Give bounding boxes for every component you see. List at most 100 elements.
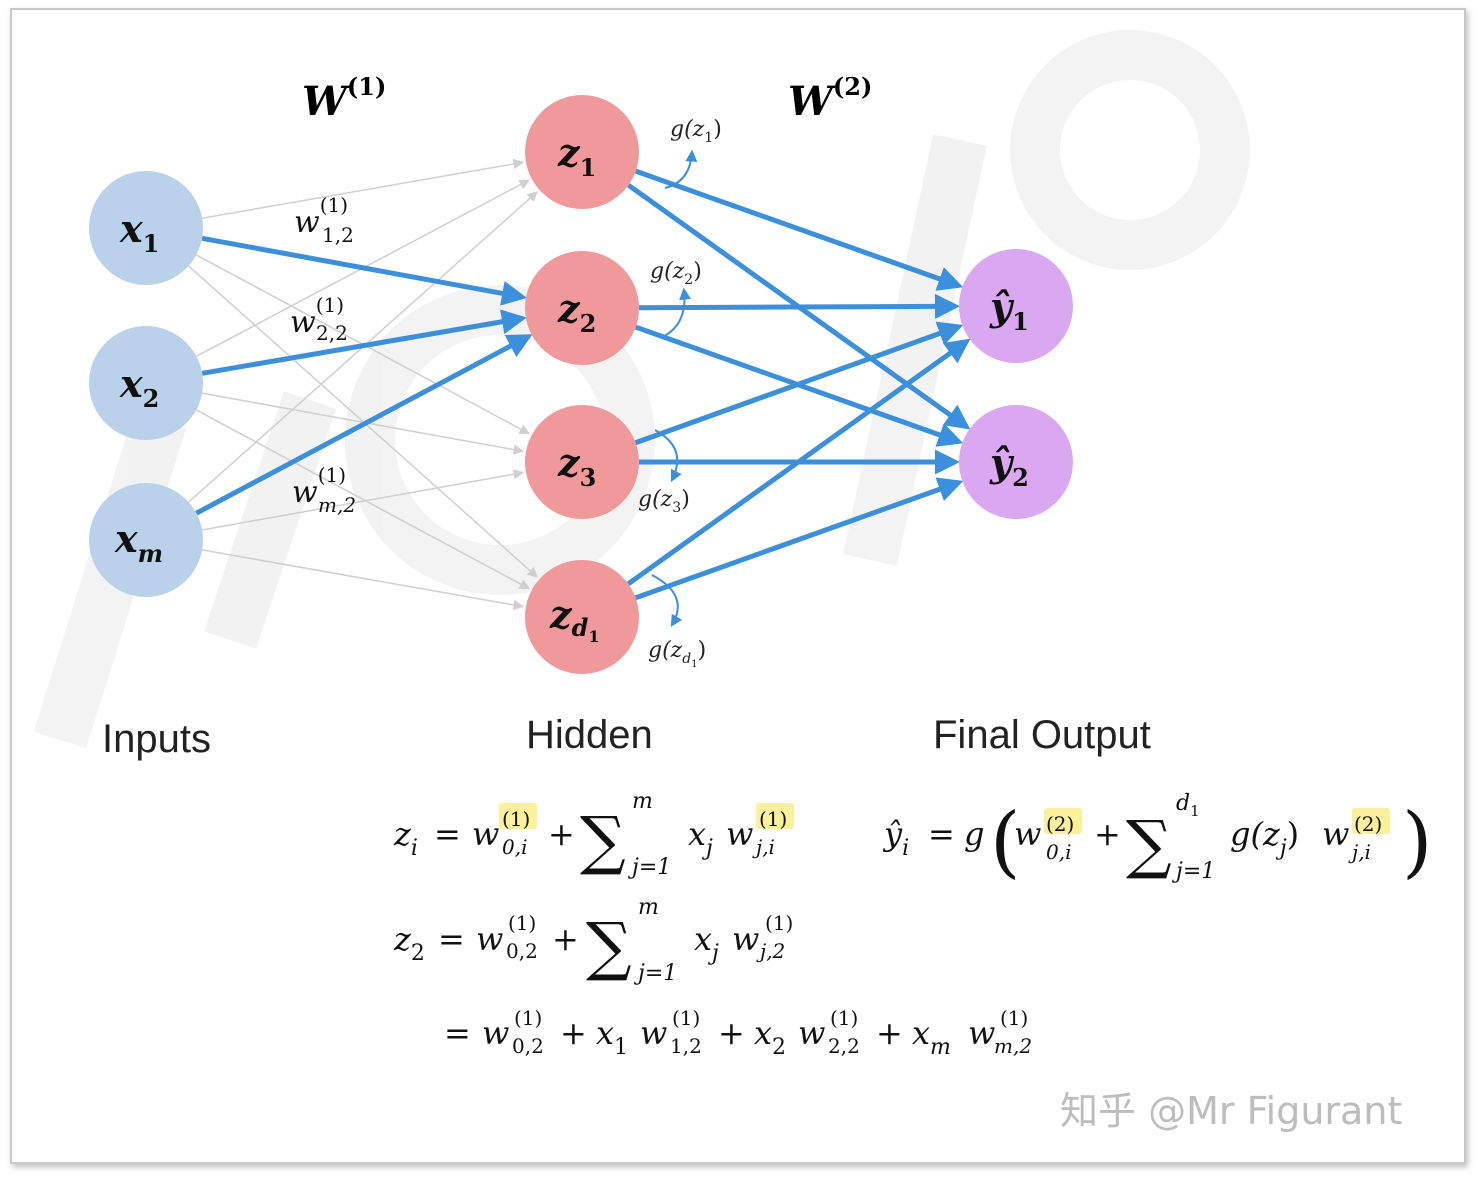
svg-text:xj: xj [688,815,713,861]
edge-input0-hidden3 [188,265,539,578]
activation-label-zd1: g(zd1) [648,638,706,670]
equation-z2: z2 = w (1) 0,2 + ∑ m j=1 xj w (1) j,2 [393,895,793,986]
svg-text:zi: zi [393,815,418,861]
hidden-node-zd1 [525,560,639,674]
svg-text:j=1: j=1 [633,961,677,986]
input-node-x1 [89,171,203,285]
svg-text:(: ( [990,797,1020,887]
input-label-xm: xm [114,516,163,568]
svg-text:(1): (1) [514,1006,542,1030]
svg-text:w: w [1322,815,1349,853]
activation-label-z1: g(z1) [670,117,722,146]
svg-text:(1): (1) [759,807,787,831]
svg-text:w: w [640,1014,667,1052]
svg-text:w: w [482,1014,509,1052]
edge-input2-hidden2 [201,469,525,531]
hidden-node-z1 [525,95,639,209]
svg-text:(1): (1) [765,911,793,935]
equation-zi: zi = w (1) 0,i + ∑ m j=1 xj w (1) j,i [393,789,787,880]
hidden-node-z2 [525,251,639,365]
svg-text:=: = [928,815,955,853]
weight-highlights [499,803,1390,834]
edge-input1-hidden3 [195,409,531,590]
svg-text:g: g [964,815,984,853]
section-label-inputs: Inputs [102,717,211,761]
section-label-output: Final Output [933,713,1151,757]
edge-weight-label-w12: w(1)1,2 [294,193,354,247]
edge-input2-hidden1 [195,334,533,516]
svg-text:∑: ∑ [586,910,632,984]
input-node-xm [89,483,203,597]
edge-hidden1-output0 [638,293,961,319]
svg-text:2,2: 2,2 [828,1034,860,1058]
svg-text:+: + [552,920,579,958]
svg-text:+: + [1094,815,1121,853]
svg-text:+: + [560,1014,587,1052]
svg-text:(1): (1) [672,1006,700,1030]
output-node-y1 [959,249,1073,363]
activation-label-z3: g(z3) [638,487,690,516]
section-label-hidden: Hidden [526,713,653,757]
edge-weight-label-w22: w(1)2,2 [290,293,348,345]
highlighted-edges [195,168,971,601]
edge-weight-label-wm2: w(1)m,2 [292,463,356,517]
svg-text:(1): (1) [502,807,530,831]
edge-hidden3-output0 [626,338,971,586]
svg-text:=: = [438,920,465,958]
svg-text:xm: xm [912,1014,951,1060]
svg-text:(1): (1) [508,911,536,935]
svg-text:w: w [472,815,499,853]
edge-hidden3-output1 [634,477,964,601]
svg-text:=: = [434,815,461,853]
svg-text:w: w [798,1014,825,1052]
svg-text:xj: xj [694,920,719,966]
svg-text:w: w [1014,815,1041,853]
svg-text:g(zj): g(zj) [1230,815,1299,861]
svg-text:(1): (1) [1000,1006,1028,1030]
activation-arcs [651,149,698,628]
output-nodes [959,249,1073,519]
equation-z2-expansion: = w (1) 0,2 + x1 w (1) 1,2 + x2 w (1) 2,… [444,1006,1032,1060]
layer-header-w2: W(2) [788,72,872,125]
svg-text:0,2: 0,2 [512,1034,544,1058]
hidden-label-zd1: zd1 [549,592,600,646]
svg-text:z2: z2 [393,920,425,966]
svg-text:w: w [732,920,759,958]
svg-text:w: w [476,920,503,958]
input-label-x2: x2 [119,361,159,413]
hidden-label-z2: z2 [557,286,596,338]
svg-text:w: w [968,1014,995,1052]
svg-text:j,2: j,2 [756,939,785,963]
equation-yi: ŷi = g ( w (2) 0,i + ∑ d1 j=1 g(zj) w (2… [882,791,1432,887]
svg-text:m,2: m,2 [994,1034,1032,1058]
edge-input1-hidden1 [201,309,527,376]
hidden-node-z3 [525,405,639,519]
svg-text:(2): (2) [1354,812,1382,836]
svg-text:j=1: j=1 [1171,859,1215,884]
activation-label-z2: g(z2) [650,259,702,288]
svg-text:(1): (1) [830,1006,858,1030]
hidden-nodes [525,95,639,674]
svg-text:0,i: 0,i [1046,840,1071,864]
layer-header-w1: W(1) [302,72,386,125]
background-watermark-shapes [33,30,1250,749]
svg-text:j,i: j,i [752,835,775,859]
edge-input0-hidden1 [201,235,527,306]
svg-text:m: m [632,789,653,814]
svg-text:+: + [548,815,575,853]
svg-text:0,i: 0,i [502,835,527,859]
svg-text:): ) [1402,797,1432,887]
zhihu-watermark: 知乎 @Mr Figurant [1060,1089,1402,1133]
svg-text:1,2: 1,2 [670,1034,702,1058]
edge-input0-hidden0 [202,158,524,219]
edge-input2-hidden3 [202,549,524,611]
svg-text:m: m [638,895,659,920]
svg-text:w: w [726,815,753,853]
svg-text:d1: d1 [1176,791,1200,820]
svg-text:∑: ∑ [580,804,626,878]
svg-text:+: + [876,1014,903,1052]
svg-text:∑: ∑ [1126,808,1172,882]
svg-text:x1: x1 [596,1014,628,1060]
input-label-x1: x1 [119,206,159,258]
